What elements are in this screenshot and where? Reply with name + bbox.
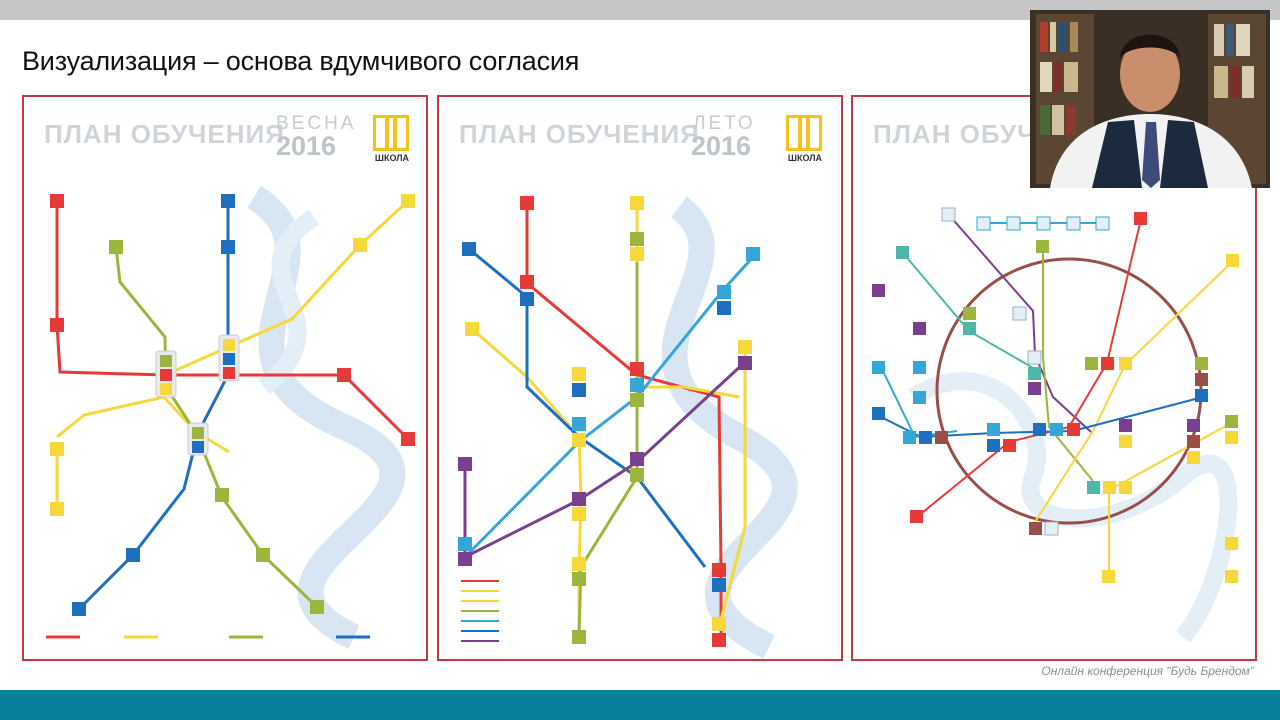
panel-season: ЛЕТО (693, 113, 756, 134)
red-stations (50, 194, 415, 446)
school-logo: ШКОЛА (786, 115, 824, 167)
conference-footer-note: Онлайн конференция "Будь Брендом" (1041, 664, 1254, 678)
school-logo-label: ШКОЛА (787, 153, 823, 163)
panel-third-plan: ПЛАН ОБУЧ (851, 95, 1257, 661)
station-squares (458, 196, 760, 647)
spring-metro-map (46, 185, 415, 649)
speaker-video-frame (1030, 10, 1270, 188)
panel-year: 2016 (276, 131, 337, 161)
panel-title: ПЛАН ОБУЧ (873, 119, 1037, 149)
school-logo: ШКОЛА (373, 115, 411, 167)
summer-metro-map (458, 196, 798, 659)
yellow-stations (50, 194, 415, 516)
panel-year: 2016 (691, 131, 752, 161)
green-stations (109, 240, 324, 614)
panel-spring-plan: ПЛАН ОБУЧЕНИЯ ВЕСНА 2016 ШКОЛА (22, 95, 428, 661)
panel-season: ВЕСНА (276, 113, 357, 134)
school-logo-label: ШКОЛА (374, 153, 410, 163)
legend-lines (461, 580, 499, 642)
station-squares (872, 207, 1239, 583)
slide-title: Визуализация – основа вдумчивого согласи… (22, 46, 580, 76)
panel-title: ПЛАН ОБУЧЕНИЯ (459, 119, 700, 149)
top-bar (0, 0, 1280, 20)
panel-title: ПЛАН ОБУЧЕНИЯ (44, 119, 285, 149)
ring-metro-map (872, 207, 1239, 643)
bottom-bar (0, 690, 1280, 720)
panel-summer-plan: ПЛАН ОБУЧЕНИЯ ЛЕТО 2016 ШКОЛА (437, 95, 843, 661)
transfer-hubs (155, 334, 240, 456)
speaker-webcam (1030, 10, 1270, 188)
blue-stations (72, 194, 235, 616)
